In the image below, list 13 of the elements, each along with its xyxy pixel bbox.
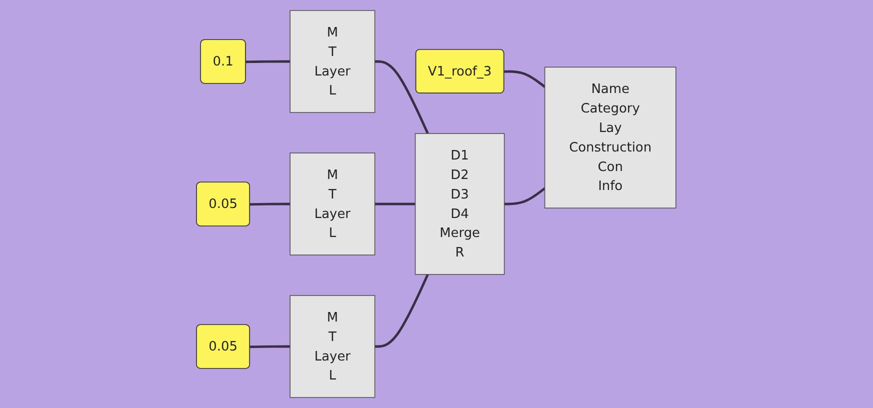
connector — [375, 202, 416, 206]
node-box: D1 D2 D3 D4 Merge R — [415, 133, 506, 275]
node-box: M T Layer L — [290, 152, 376, 256]
connector — [250, 202, 290, 206]
connector — [504, 70, 546, 88]
connector — [250, 345, 290, 348]
connector — [246, 60, 290, 64]
connector — [375, 60, 430, 134]
connector — [504, 187, 546, 206]
node-box: M T Layer L — [290, 10, 376, 113]
node-box: M T Layer L — [290, 295, 376, 398]
node-box: Name Category Lay Construction Con Info — [544, 66, 677, 208]
connector — [375, 274, 430, 348]
